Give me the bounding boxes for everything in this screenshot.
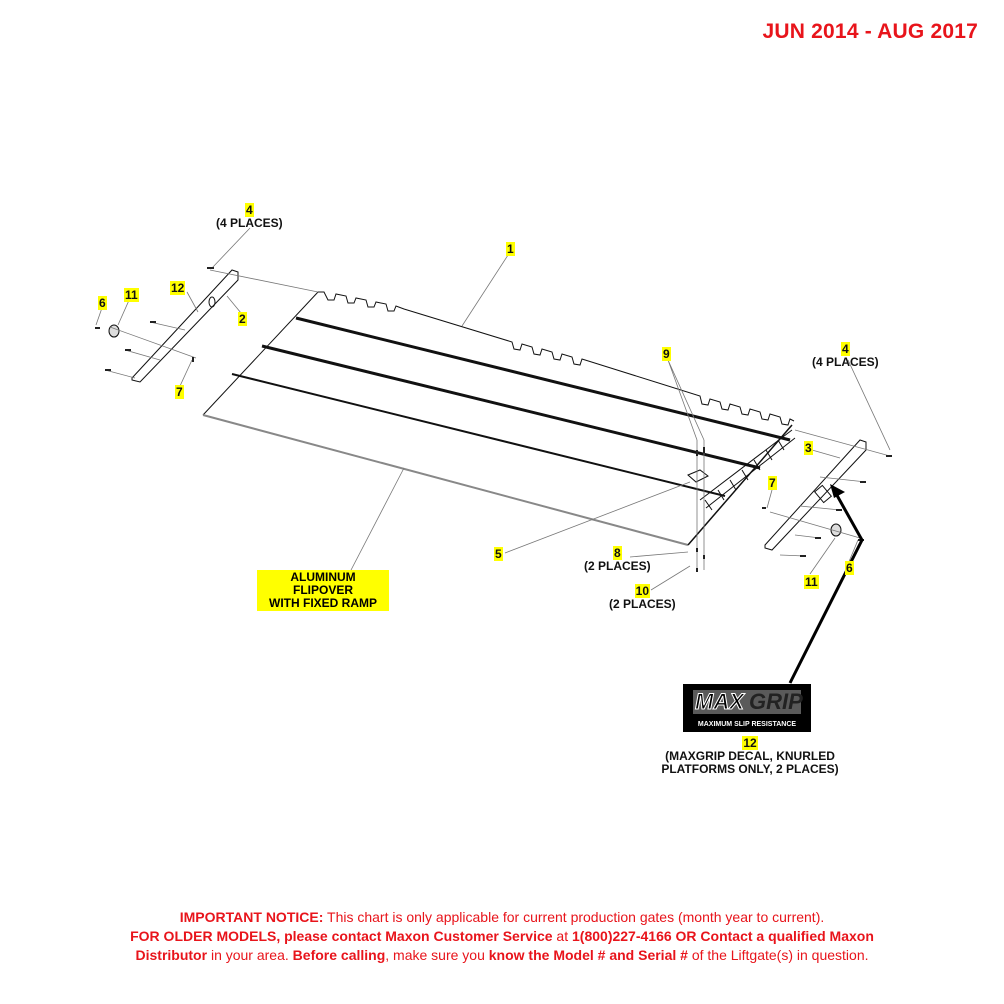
- callout-note: (2 PLACES): [609, 597, 676, 611]
- notice-line-1: IMPORTANT NOTICE: This chart is only app…: [0, 908, 1004, 927]
- notice-text: , make sure you: [385, 947, 489, 963]
- callout-2: 2: [238, 312, 247, 326]
- callout-number: 4: [245, 203, 254, 217]
- callout-note: (4 PLACES): [216, 216, 283, 230]
- callout-number: 8: [613, 546, 622, 560]
- callout-7-left: 7: [175, 385, 184, 399]
- callout-number: 7: [175, 385, 184, 399]
- callout-6-left: 6: [98, 296, 107, 310]
- callout-number: 3: [804, 441, 813, 455]
- callout-number: 11: [124, 288, 139, 302]
- callout-number: 2: [238, 312, 247, 326]
- platform-front-edge: [202, 414, 689, 546]
- callout-12-left: 12: [170, 281, 186, 295]
- callout-number: 5: [494, 547, 503, 561]
- notice-text: at: [552, 928, 573, 944]
- callout-11-right: 11: [804, 575, 819, 589]
- callout-note-line1: (MAXGRIP DECAL, KNURLED: [665, 749, 835, 763]
- notice-text: This chart is only applicable for curren…: [323, 909, 825, 925]
- callout-11-left: 11: [124, 288, 139, 302]
- callout-5: 5: [494, 547, 503, 561]
- platform-top-edge: [318, 291, 795, 426]
- platform-left-edge: [202, 291, 319, 416]
- ramp-label-line2: WITH FIXED RAMP: [269, 596, 377, 610]
- notice-bold: FOR OLDER MODELS, please contact Maxon C…: [130, 928, 553, 944]
- notice-text: of the Liftgate(s) in question.: [687, 947, 869, 963]
- callout-9: 9: [662, 347, 671, 361]
- notice-bold: Distributor: [135, 947, 208, 963]
- notice-line-2: FOR OLDER MODELS, please contact Maxon C…: [0, 927, 1004, 946]
- callout-number: 7: [768, 476, 777, 490]
- callout-3: 3: [804, 441, 813, 455]
- notice-bold: Before calling: [292, 947, 386, 963]
- maxgrip-logo: MAX GRIP: [693, 689, 803, 714]
- ramp-label-line1: ALUMINUM FLIPOVER: [290, 570, 356, 597]
- platform-right-ramp: [687, 424, 793, 546]
- callout-number: 6: [98, 296, 107, 310]
- callout-number: 1: [506, 242, 515, 256]
- callout-number: 12: [742, 736, 758, 750]
- hinge-bracket-left: [131, 269, 239, 383]
- ramp-label: ALUMINUM FLIPOVER WITH FIXED RAMP: [257, 570, 389, 611]
- callout-number: 10: [634, 584, 651, 598]
- notice-line-3: Distributor in your area. Before calling…: [0, 946, 1004, 965]
- callout-note: (2 PLACES): [584, 559, 651, 573]
- decal-tagline: MAXIMUM SLIP RESISTANCE: [697, 721, 797, 728]
- date-range-title: JUN 2014 - AUG 2017: [762, 20, 978, 43]
- important-notice: IMPORTANT NOTICE: This chart is only app…: [0, 908, 1004, 965]
- callout-8: 8 (2 PLACES): [584, 546, 651, 573]
- notice-bold: know the Model # and Serial #: [488, 947, 688, 963]
- logo-grip: GRIP: [749, 689, 803, 714]
- callout-10: 10 (2 PLACES): [609, 584, 676, 611]
- notice-bold: IMPORTANT NOTICE:: [179, 909, 324, 925]
- callout-note: (4 PLACES): [812, 355, 879, 369]
- logo-max: MAX: [695, 689, 745, 714]
- callout-12-decal: 12 (MAXGRIP DECAL, KNURLED PLATFORMS ONL…: [660, 736, 840, 776]
- callout-1: 1: [506, 242, 515, 256]
- callout-number: 12: [170, 281, 186, 295]
- callout-number: 6: [845, 561, 854, 575]
- hinge-bracket-right: [764, 439, 867, 551]
- callout-6-right: 6: [845, 561, 854, 575]
- maxgrip-decal: MAX GRIP MAXIMUM SLIP RESISTANCE: [683, 684, 811, 732]
- notice-text: in your area.: [207, 947, 293, 963]
- callout-number: 4: [841, 342, 850, 356]
- callout-4-left: 4 (4 PLACES): [216, 203, 283, 230]
- callout-number: 9: [662, 347, 671, 361]
- callout-number: 11: [804, 575, 819, 589]
- callout-note-line2: PLATFORMS ONLY, 2 PLACES): [661, 762, 839, 776]
- callout-7-right: 7: [768, 476, 777, 490]
- notice-phone: 1(800)227-4166 OR Contact a qualified Ma…: [572, 928, 874, 944]
- callout-4-right: 4 (4 PLACES): [812, 342, 879, 369]
